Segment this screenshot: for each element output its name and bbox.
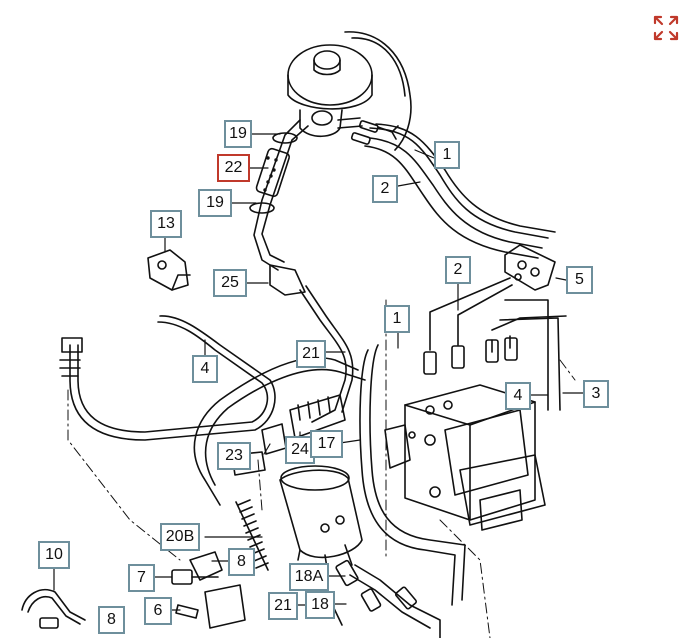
leader-lines [54, 134, 583, 610]
abs-hydraulic-unit [385, 385, 545, 530]
part-label-2[interactable]: 2 [445, 256, 471, 284]
part-label-21[interactable]: 21 [268, 592, 298, 620]
part-label-24[interactable]: 24 [285, 436, 315, 464]
mount-hardware [172, 552, 245, 628]
part-label-22[interactable]: 22 [217, 154, 250, 182]
part-label-1[interactable]: 1 [384, 305, 410, 333]
part-label-20b[interactable]: 20B [160, 523, 200, 551]
part-label-8[interactable]: 8 [228, 548, 255, 576]
part-label-19[interactable]: 19 [224, 120, 252, 148]
bracket-17 [232, 395, 345, 475]
part-label-25[interactable]: 25 [213, 269, 247, 297]
pipe-10 [22, 590, 85, 628]
part-label-4[interactable]: 4 [505, 382, 531, 410]
solenoid-18a [280, 466, 362, 575]
vacuum-hose-assembly [250, 120, 353, 422]
part-label-8[interactable]: 8 [98, 606, 125, 634]
part-label-5[interactable]: 5 [566, 266, 593, 294]
part-label-18[interactable]: 18 [305, 591, 335, 619]
part-label-3[interactable]: 3 [583, 380, 609, 408]
part-label-1[interactable]: 1 [434, 141, 460, 169]
reference-lines [68, 300, 575, 638]
expand-arrows-icon[interactable] [652, 14, 680, 42]
part-label-7[interactable]: 7 [128, 564, 155, 592]
part-label-10[interactable]: 10 [38, 541, 70, 569]
part-label-2[interactable]: 2 [372, 175, 398, 203]
booster-fittings [351, 120, 398, 144]
distribution-block [505, 245, 555, 290]
part-label-4[interactable]: 4 [192, 355, 218, 383]
part-label-23[interactable]: 23 [217, 442, 251, 470]
part-label-6[interactable]: 6 [144, 597, 172, 625]
abs-fittings [424, 338, 517, 374]
clip-13 [148, 250, 190, 290]
part-label-17[interactable]: 17 [310, 430, 343, 458]
pipe-4-loop [60, 316, 275, 440]
part-label-19[interactable]: 19 [198, 189, 232, 217]
part-label-18a[interactable]: 18A [289, 563, 329, 591]
brake-pipes-upper [365, 124, 555, 258]
part-label-21[interactable]: 21 [296, 340, 326, 368]
part-label-13[interactable]: 13 [150, 210, 182, 238]
